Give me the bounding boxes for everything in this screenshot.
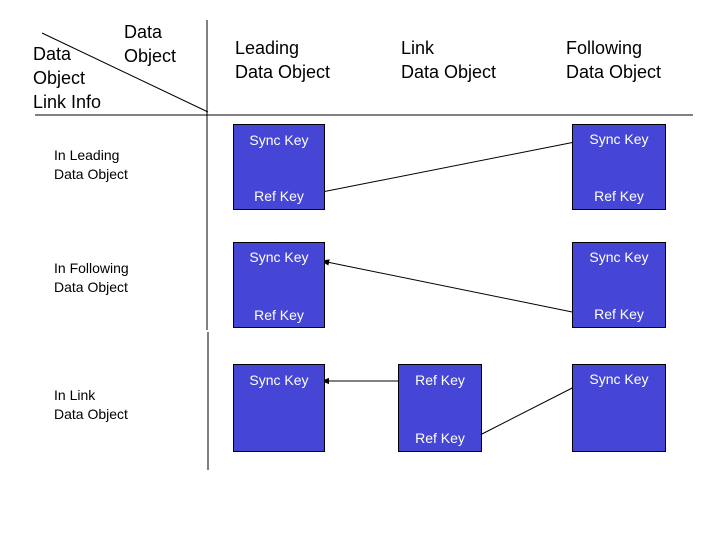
column-header-line: Data Object [401, 62, 497, 82]
ref-key-label: Ref Key [415, 372, 465, 388]
corner-bottom-label-line: Object [33, 68, 86, 88]
row-label-line: In Link [54, 387, 96, 403]
following-object-box-row-following: Sync Key Ref Key [572, 242, 666, 328]
leading-object-box-row-link: Sync Key [233, 364, 325, 452]
following-object-box-row-link: Sync Key [572, 364, 666, 452]
column-header-line: Leading [235, 38, 300, 58]
row-label-line: Data Object [54, 406, 128, 422]
row-label-following: In Following Data Object [54, 259, 129, 297]
row-label-line: Data Object [54, 279, 128, 295]
corner-bottom-label-line: Data [33, 44, 72, 64]
corner-bottom-label: Data Object Link Info [33, 42, 101, 114]
corner-bottom-label-line: Link Info [33, 92, 102, 112]
sync-key-label: Sync Key [249, 249, 309, 265]
arrow-leading-ref-to-following-sync [321, 139, 581, 193]
row-label-line: In Leading [54, 147, 120, 163]
column-header-leading: Leading Data Object [235, 36, 330, 84]
column-header-line: Data Object [566, 62, 662, 82]
column-header-following: Following Data Object [566, 36, 661, 84]
sync-key-label: Sync Key [589, 371, 649, 387]
following-object-box-row-leading: Sync Key Ref Key [572, 124, 666, 210]
column-header-line: Data Object [235, 62, 331, 82]
ref-key-label: Ref Key [594, 306, 644, 322]
link-object-box-row-link: Ref Key Ref Key [398, 364, 482, 452]
ref-key-label: Ref Key [254, 188, 304, 204]
column-header-line: Following [566, 38, 643, 58]
arrow-following-ref-to-leading-sync [321, 259, 583, 315]
row-label-line: In Following [54, 260, 129, 276]
corner-diagonal-line [41, 32, 209, 113]
row-label-link: In Link Data Object [54, 386, 128, 424]
leading-object-box-row-following: Sync Key Ref Key [233, 242, 325, 328]
corner-top-label-line: Object [124, 46, 177, 66]
column-header-line: Link [401, 38, 435, 58]
ref-key-label: Ref Key [254, 307, 304, 323]
row-label-leading: In Leading Data Object [54, 146, 128, 184]
sync-key-label: Sync Key [249, 132, 309, 148]
ref-key-label: Ref Key [415, 430, 465, 446]
sync-key-label: Sync Key [589, 249, 649, 265]
sync-key-label: Sync Key [589, 131, 649, 147]
arrow-link-ref-to-following-sync [481, 382, 583, 435]
corner-top-label: Data Object [124, 20, 176, 68]
row-label-line: Data Object [54, 166, 128, 182]
sync-key-label: Sync Key [249, 372, 309, 388]
ref-key-label: Ref Key [594, 188, 644, 204]
corner-top-label-line: Data [124, 22, 163, 42]
leading-object-box-row-leading: Sync Key Ref Key [233, 124, 325, 210]
column-header-link: Link Data Object [401, 36, 496, 84]
